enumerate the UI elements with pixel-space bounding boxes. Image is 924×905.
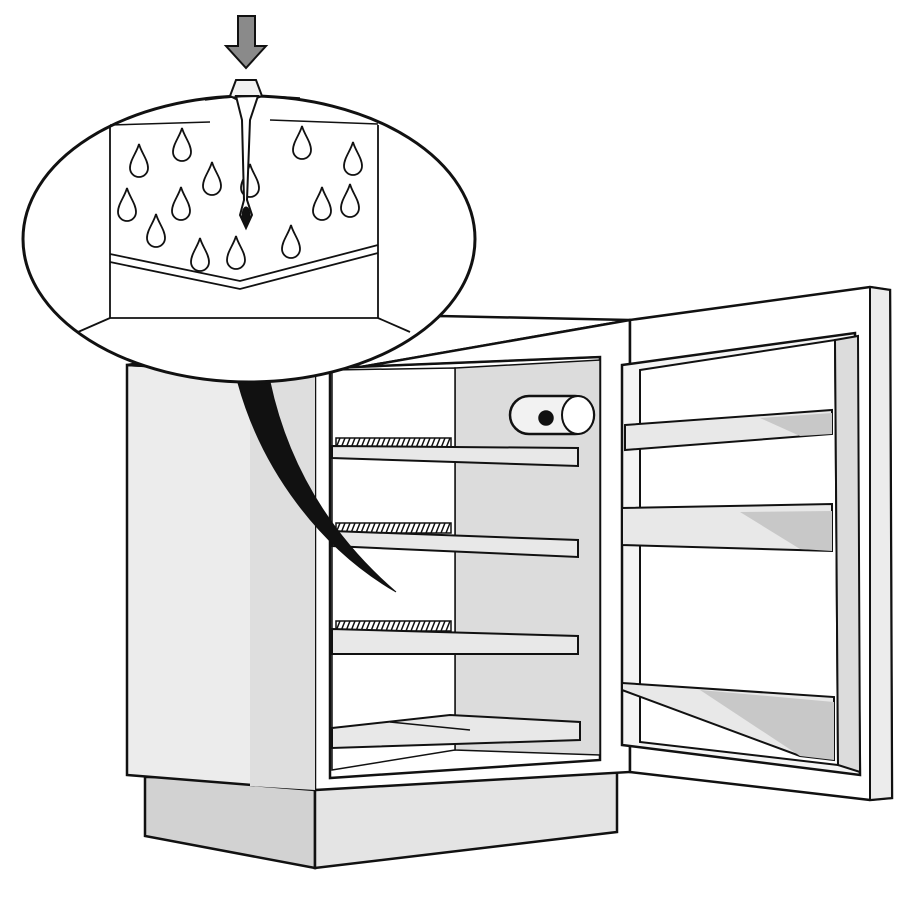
door-shelf-middle: [621, 502, 833, 553]
crisper-tray: [331, 713, 581, 750]
door-gasket-right: [833, 334, 862, 774]
shelf-wire: [390, 522, 396, 534]
water-drop-icon: [281, 224, 301, 259]
shelf-bottom: [331, 620, 579, 655]
water-drop-icon: [129, 143, 149, 178]
interior-top-edge: [329, 356, 601, 369]
inner-floor-right: [377, 317, 411, 333]
shelf-wire: [405, 620, 411, 632]
shelf-wire: [425, 620, 431, 632]
door-shelf-bottom: [621, 681, 835, 762]
water-drop-icon: [117, 187, 137, 222]
shelf-wire: [395, 620, 401, 632]
inner-top-left: [109, 121, 211, 126]
crisper-divider: [389, 721, 471, 731]
shelf-wire: [420, 522, 426, 534]
callout-inner-view: [77, 119, 411, 333]
shelf-wire: [395, 522, 401, 534]
water-drop-icon: [312, 186, 332, 221]
thermostat-knob-icon: [508, 394, 596, 436]
shelf-rail-top: [331, 444, 579, 468]
shelf-wire: [410, 522, 416, 534]
water-drop-icon: [292, 125, 312, 160]
shelf-wire: [445, 522, 451, 534]
drain-hole-edge: [204, 95, 301, 101]
water-drop-icon: [226, 235, 246, 270]
shelf-wire: [440, 620, 446, 632]
shelf-wire: [435, 620, 441, 632]
door-edge: [869, 285, 894, 802]
shelf-top: [331, 437, 579, 468]
inner-floor-left: [77, 317, 111, 333]
shelf-wire: [385, 522, 391, 534]
shelf-wire: [405, 522, 411, 534]
shelf-wire: [390, 620, 396, 632]
shelf-wire: [420, 620, 426, 632]
shelf-wire: [370, 522, 376, 534]
door-shelf-bottom-shade: [700, 690, 834, 760]
shelf-wire-hatch: [335, 522, 451, 534]
drain-channel-upper: [109, 244, 379, 282]
thermostat-end: [561, 395, 595, 435]
shelf-wire: [375, 522, 381, 534]
cabinet-shelves: [331, 437, 581, 750]
water-drop-icon: [343, 141, 363, 176]
plinth: [143, 770, 619, 870]
shelf-wire: [380, 620, 386, 632]
door-shelf-middle-shade: [740, 511, 832, 551]
shelf-wire: [400, 522, 406, 534]
shelf-wire: [380, 522, 386, 534]
thermostat-dial: [538, 410, 554, 426]
shelf-wire: [430, 620, 436, 632]
water-drop-icon: [171, 186, 191, 221]
shelf-wire: [445, 620, 451, 632]
down-arrow-icon: [223, 15, 269, 70]
water-drop-icon: [202, 161, 222, 196]
interior-left-wall: [331, 367, 456, 771]
water-drop-icon: [146, 213, 166, 248]
shelf-wire: [425, 522, 431, 534]
shelf-rail-bottom: [331, 627, 579, 655]
shelf-wire: [415, 522, 421, 534]
defrost-cleaning-rod-icon: [204, 79, 301, 231]
plinth-side: [143, 775, 317, 870]
inner-top-right: [269, 119, 379, 125]
crisper-tray-body: [331, 713, 581, 750]
rod-tip: [241, 206, 251, 226]
water-drops: [117, 125, 363, 272]
drain-channel-lower: [109, 252, 379, 290]
water-drop-icon: [190, 237, 210, 272]
water-drop-icon: [340, 183, 360, 218]
door-shelf-top-shade: [760, 413, 832, 436]
shelf-wire: [430, 522, 436, 534]
shelf-wire: [415, 620, 421, 632]
door-shelves: [621, 408, 835, 762]
door-shelf-top: [624, 408, 833, 452]
shelf-wire: [385, 620, 391, 632]
shelf-wire: [435, 522, 441, 534]
shelf-wire: [440, 522, 446, 534]
callout-pointer: [237, 371, 397, 593]
shelf-wire: [410, 620, 416, 632]
water-drop-icon: [172, 127, 192, 162]
shelf-wire: [400, 620, 406, 632]
